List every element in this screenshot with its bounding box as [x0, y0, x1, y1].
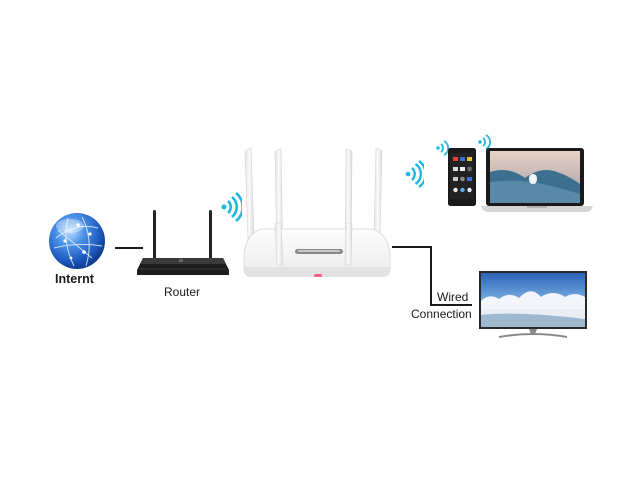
wired-label-line2: Connection	[411, 307, 472, 321]
smartphone-icon	[448, 148, 476, 206]
globe-icon	[48, 212, 106, 270]
wired-link-internet-router	[115, 247, 143, 249]
wired-link-segment	[430, 246, 432, 306]
wireless-router-icon	[238, 143, 396, 285]
router-icon	[135, 208, 231, 278]
wired-label-line1: Wired	[437, 290, 469, 304]
wifi-signal-icon	[220, 192, 242, 222]
tv-icon	[479, 271, 587, 339]
internet-label: Internt	[55, 272, 94, 286]
wifi-signal-icon	[404, 160, 424, 188]
router-label: Router	[164, 285, 201, 299]
wifi-signal-icon	[477, 133, 491, 151]
wired-link-segment	[392, 246, 432, 248]
wifi-signal-icon	[435, 139, 449, 157]
wired-link-segment	[430, 304, 472, 306]
laptop-icon	[481, 148, 593, 212]
